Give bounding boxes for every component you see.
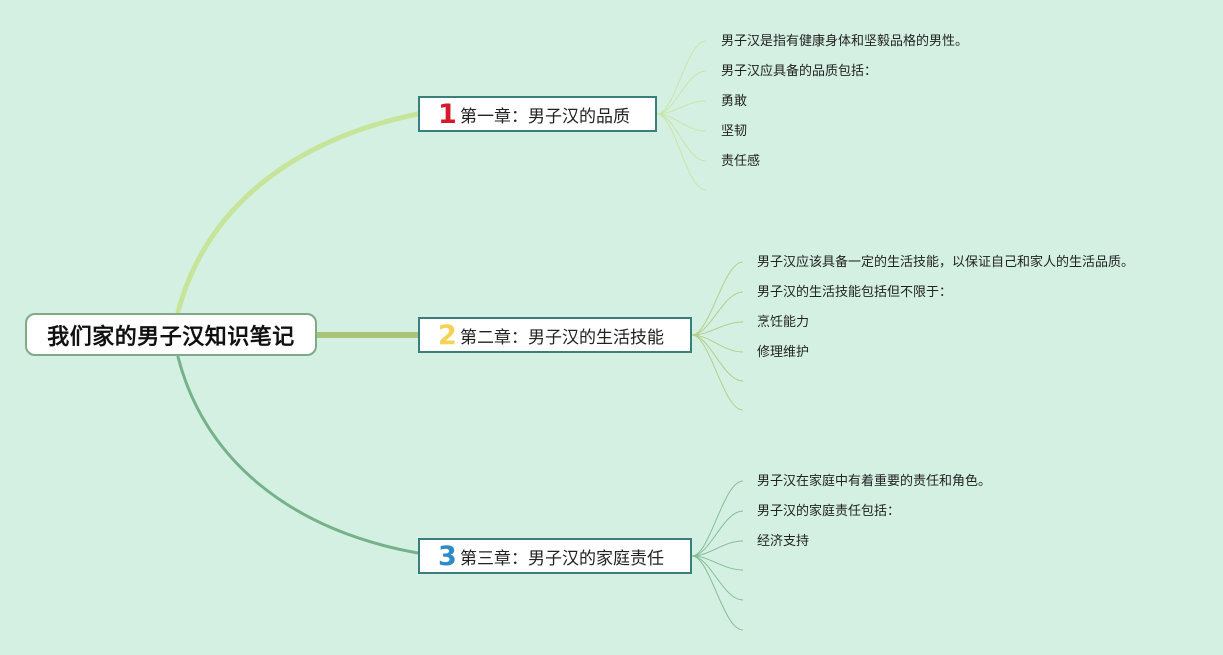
- ch1-item-1[interactable]: 男子汉是指有健康身体和坚毅品格的男性。: [721, 34, 969, 49]
- branch-line-3: [176, 355, 420, 555]
- chapter-1-topic[interactable]: 1 第一章：男子汉的品质: [418, 96, 657, 132]
- ch1-connector-5: [656, 113, 707, 162]
- ch1-item-5[interactable]: 责任感: [721, 154, 761, 169]
- chapter-1-title: 第一章：男子汉的品质: [460, 106, 630, 127]
- ch1-item-4[interactable]: 坚韧: [721, 124, 748, 139]
- ch2-item-2[interactable]: 男子汉的生活技能包括但不限于：: [757, 285, 953, 300]
- ch2-item-4[interactable]: 修理维护: [757, 345, 810, 360]
- ch1-connector-3: [656, 100, 707, 115]
- ch2-connector-5: [691, 334, 744, 382]
- ch3-connector-2: [691, 510, 744, 557]
- number-3-icon: 3: [438, 540, 457, 572]
- ch3-connector-1: [691, 480, 744, 557]
- ch3-item-1[interactable]: 男子汉在家庭中有着重要的责任和角色。: [757, 474, 992, 489]
- ch3-item-2[interactable]: 男子汉的家庭责任包括：: [757, 504, 901, 519]
- ch2-connector-1: [691, 261, 744, 336]
- ch3-item-3[interactable]: 经济支持: [757, 534, 810, 549]
- root-topic[interactable]: 我们家的男子汉知识笔记: [25, 313, 317, 356]
- branch-line-1: [175, 111, 421, 315]
- root-title: 我们家的男子汉知识笔记: [47, 324, 295, 350]
- ch1-connector-6: [656, 113, 707, 191]
- chapter-2-topic[interactable]: 2 第二章：男子汉的生活技能: [418, 317, 692, 353]
- ch3-connector-3: [691, 540, 744, 557]
- ch2-item-3[interactable]: 烹饪能力: [757, 315, 810, 330]
- chapter-2-title: 第二章：男子汉的生活技能: [460, 327, 664, 348]
- ch3-connector-5: [691, 555, 744, 601]
- ch2-item-1[interactable]: 男子汉应该具备一定的生活技能，以保证自己和家人的生活品质。: [757, 255, 1135, 270]
- ch3-connector-6: [691, 555, 744, 631]
- ch1-item-2[interactable]: 男子汉应具备的品质包括：: [721, 64, 878, 79]
- chapter-3-title: 第三章：男子汉的家庭责任: [460, 548, 664, 569]
- number-1-icon: 1: [438, 98, 457, 130]
- ch1-item-3[interactable]: 勇敢: [721, 94, 748, 109]
- number-2-icon: 2: [438, 319, 457, 351]
- ch2-connector-6: [691, 334, 744, 411]
- ch2-connector-2: [691, 291, 744, 336]
- ch1-connector-2: [656, 70, 707, 115]
- ch2-connector-3: [691, 321, 744, 336]
- ch1-connector-1: [656, 40, 707, 115]
- chapter-3-topic[interactable]: 3 第三章：男子汉的家庭责任: [418, 538, 692, 574]
